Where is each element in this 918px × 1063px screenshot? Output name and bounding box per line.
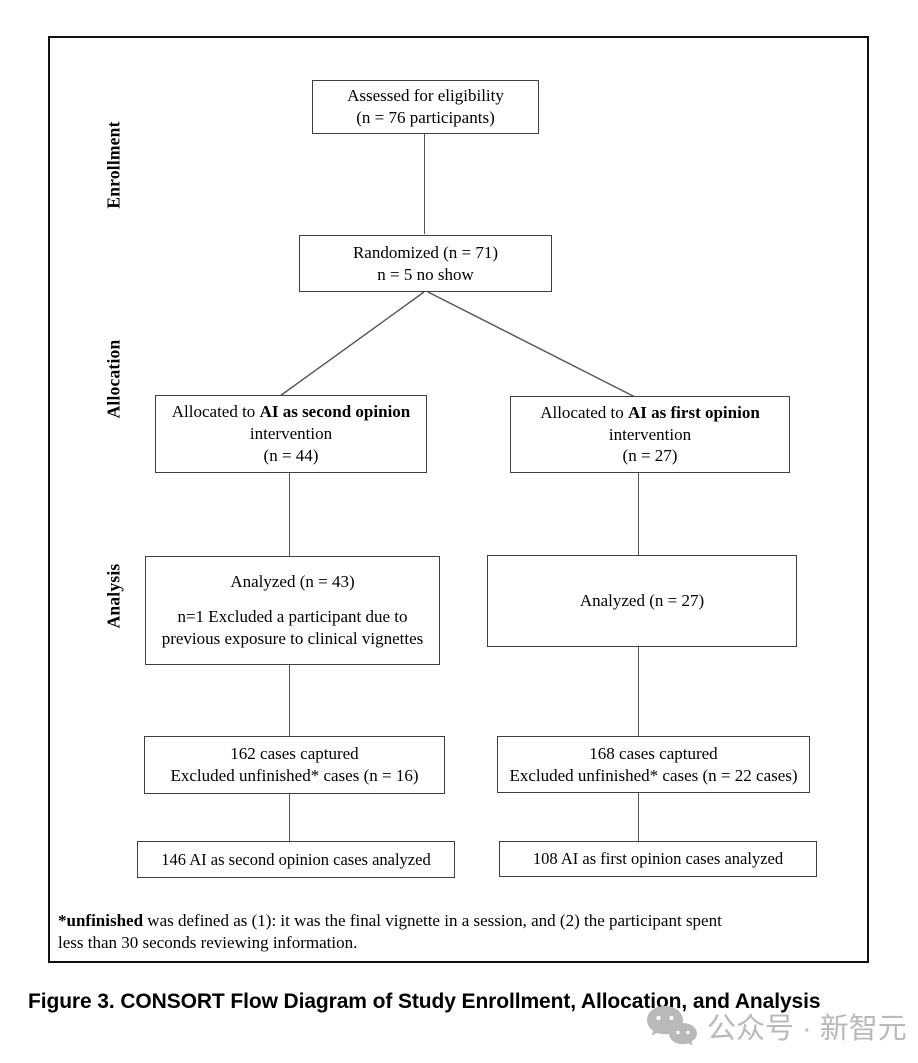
assessed-line-2: (n = 76 participants) (356, 108, 495, 127)
connector-analyzed-first-to-cases (638, 647, 640, 736)
cases-first-line-1: 168 cases captured (589, 743, 718, 763)
diagonal-connector-left (279, 291, 425, 397)
alloc-first-line-3: (n = 27) (622, 446, 678, 466)
footnote-lead: *unfinished (58, 911, 144, 930)
box-analyzed-first-opinion: Analyzed (n = 27) (487, 555, 797, 647)
connector-cases-first-to-final (638, 792, 640, 841)
connector-analyzed-second-to-cases (289, 665, 291, 736)
figure-caption: Figure 3. CONSORT Flow Diagram of Study … (28, 990, 821, 1013)
footnote: *unfinished was defined as (1): it was t… (58, 910, 838, 955)
randomized-line-1: Randomized (n = 71) (352, 242, 499, 262)
box-randomized: Randomized (n = 71) n = 5 no show (299, 235, 552, 292)
box-cases-captured-first: 168 cases captured Excluded unfinished* … (497, 736, 810, 793)
cases-second-line-1: 162 cases captured (230, 744, 359, 764)
stage-label-enrollment: Enrollment (103, 121, 124, 209)
final-first-text: 108 AI as first opinion cases analyzed (532, 849, 784, 869)
alloc-first-bold: AI as first opinion (628, 402, 760, 422)
alloc-second-prefix: Allocated to (171, 402, 260, 422)
footnote-line-2: less than 30 seconds reviewing informati… (58, 933, 358, 953)
footnote-line-1: *unfinished was defined as (1): it was t… (58, 910, 838, 932)
alloc-second-line-1: Allocated to AI as second opinion (172, 401, 411, 423)
connector-alloc-second-to-analyzed (289, 473, 291, 557)
alloc-first-line-2: intervention (608, 424, 692, 444)
connector-assessed-to-randomized (424, 133, 426, 234)
box-allocated-first-opinion: Allocated to AI as first opinion interve… (510, 396, 790, 473)
watermark: 公众号 · 新智元 (645, 1004, 907, 1048)
stage-label-analysis: Analysis (103, 563, 124, 629)
cases-first-line-2: Excluded unfinished* cases (n = 22 cases… (509, 765, 798, 785)
box-final-second-opinion: 146 AI as second opinion cases analyzed (137, 841, 455, 878)
assessed-line-1: Assessed for eligibility (347, 86, 504, 106)
alloc-second-line-2: intervention (249, 424, 333, 444)
box-cases-captured-second: 162 cases captured Excluded unfinished* … (144, 736, 445, 794)
box-assessed-for-eligibility: Assessed for eligibility (n = 76 partici… (312, 80, 539, 134)
analyzed-first-title: Analyzed (n = 27) (579, 591, 705, 611)
diagonal-connector-right (427, 291, 636, 398)
alloc-first-line-1: Allocated to AI as first opinion (540, 402, 760, 424)
connector-cases-second-to-final (289, 793, 291, 841)
alloc-first-prefix: Allocated to (540, 402, 629, 422)
final-second-text: 146 AI as second opinion cases analyzed (161, 849, 431, 869)
box-allocated-second-opinion: Allocated to AI as second opinion interv… (155, 395, 427, 473)
box-analyzed-second-opinion: Analyzed (n = 43) n=1 Excluded a partici… (145, 556, 440, 665)
analyzed-second-exclusion-note: n=1 Excluded a participant due to previo… (161, 607, 424, 648)
wechat-bubbles-icon (647, 1006, 697, 1046)
alloc-second-bold: AI as second opinion (259, 402, 411, 422)
box-final-first-opinion: 108 AI as first opinion cases analyzed (499, 841, 817, 877)
stage-label-allocation: Allocation (103, 339, 124, 419)
alloc-second-line-3: (n = 44) (263, 445, 319, 465)
cases-second-line-2: Excluded unfinished* cases (n = 16) (170, 766, 419, 785)
footnote-line-1-rest: was defined as (1): it was the final vig… (143, 911, 722, 930)
analyzed-second-title: Analyzed (n = 43) (230, 572, 355, 592)
diagonal-connectors (279, 291, 636, 398)
watermark-text: 公众号 · 新智元 (707, 1013, 907, 1045)
connector-alloc-first-to-analyzed (638, 473, 640, 556)
randomized-line-2: n = 5 no show (377, 264, 474, 284)
diagram-outer-frame: Enrollment Allocation Analysis Assessed … (48, 36, 869, 963)
